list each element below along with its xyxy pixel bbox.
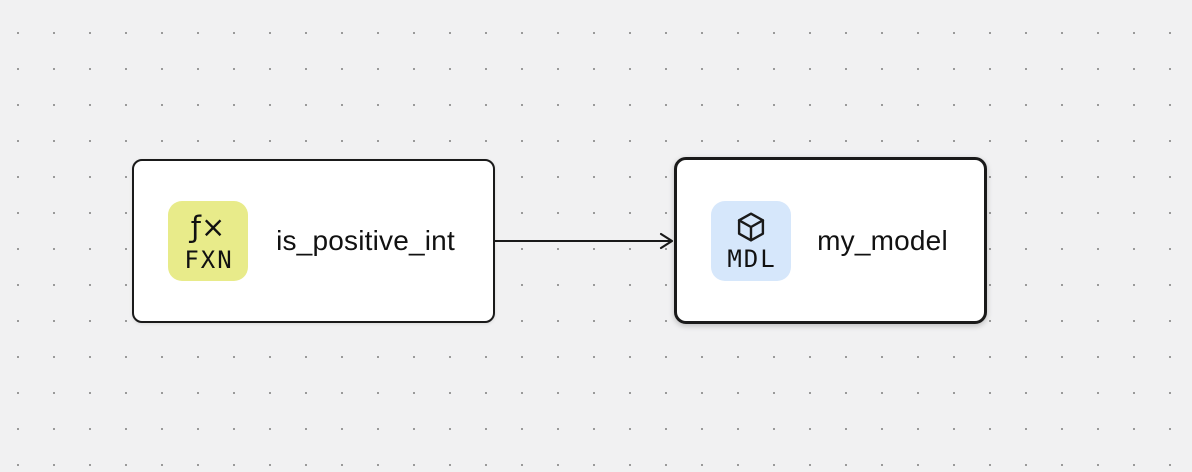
node-label: my_model [817,224,948,256]
node-my-model[interactable]: MDL my_model [674,157,987,324]
node-label: is_positive_int [276,225,455,256]
badge-type-label: MDL [727,245,777,273]
edge-connector[interactable] [495,232,674,250]
badge-type-label: FXN [184,245,234,274]
function-type-badge: ƒ× FXN [168,201,248,281]
function-icon: ƒ× [190,210,226,244]
model-type-badge: MDL [711,200,791,281]
cube-icon [733,210,769,244]
node-is-positive-int[interactable]: ƒ× FXN is_positive_int [132,159,495,323]
